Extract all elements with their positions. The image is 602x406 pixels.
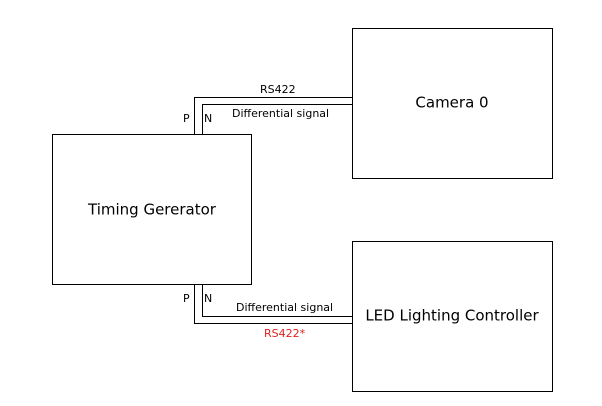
- timing-generator-box: [52, 134, 252, 285]
- bottom-p-wire: [194, 285, 352, 324]
- bottom-p-label: P: [183, 292, 190, 305]
- bottom-n-label: N: [204, 292, 212, 305]
- top-protocol-label: RS422: [260, 83, 296, 96]
- timing-generator-label: Timing Gererator: [87, 201, 217, 219]
- bottom-protocol-label: RS422*: [264, 327, 306, 340]
- led-controller-box: [352, 241, 553, 392]
- top-n-label: N: [204, 112, 212, 125]
- camera-box: [352, 28, 553, 179]
- bottom-signal-label: Differential signal: [236, 301, 333, 314]
- top-p-label: P: [183, 112, 190, 125]
- camera-label: Camera 0: [415, 94, 488, 112]
- top-n-wire: [202, 104, 352, 134]
- top-p-wire: [194, 97, 352, 134]
- top-signal-label: Differential signal: [232, 107, 329, 120]
- bottom-n-wire: [202, 285, 352, 317]
- led-controller-label: LED Lighting Controller: [365, 307, 539, 325]
